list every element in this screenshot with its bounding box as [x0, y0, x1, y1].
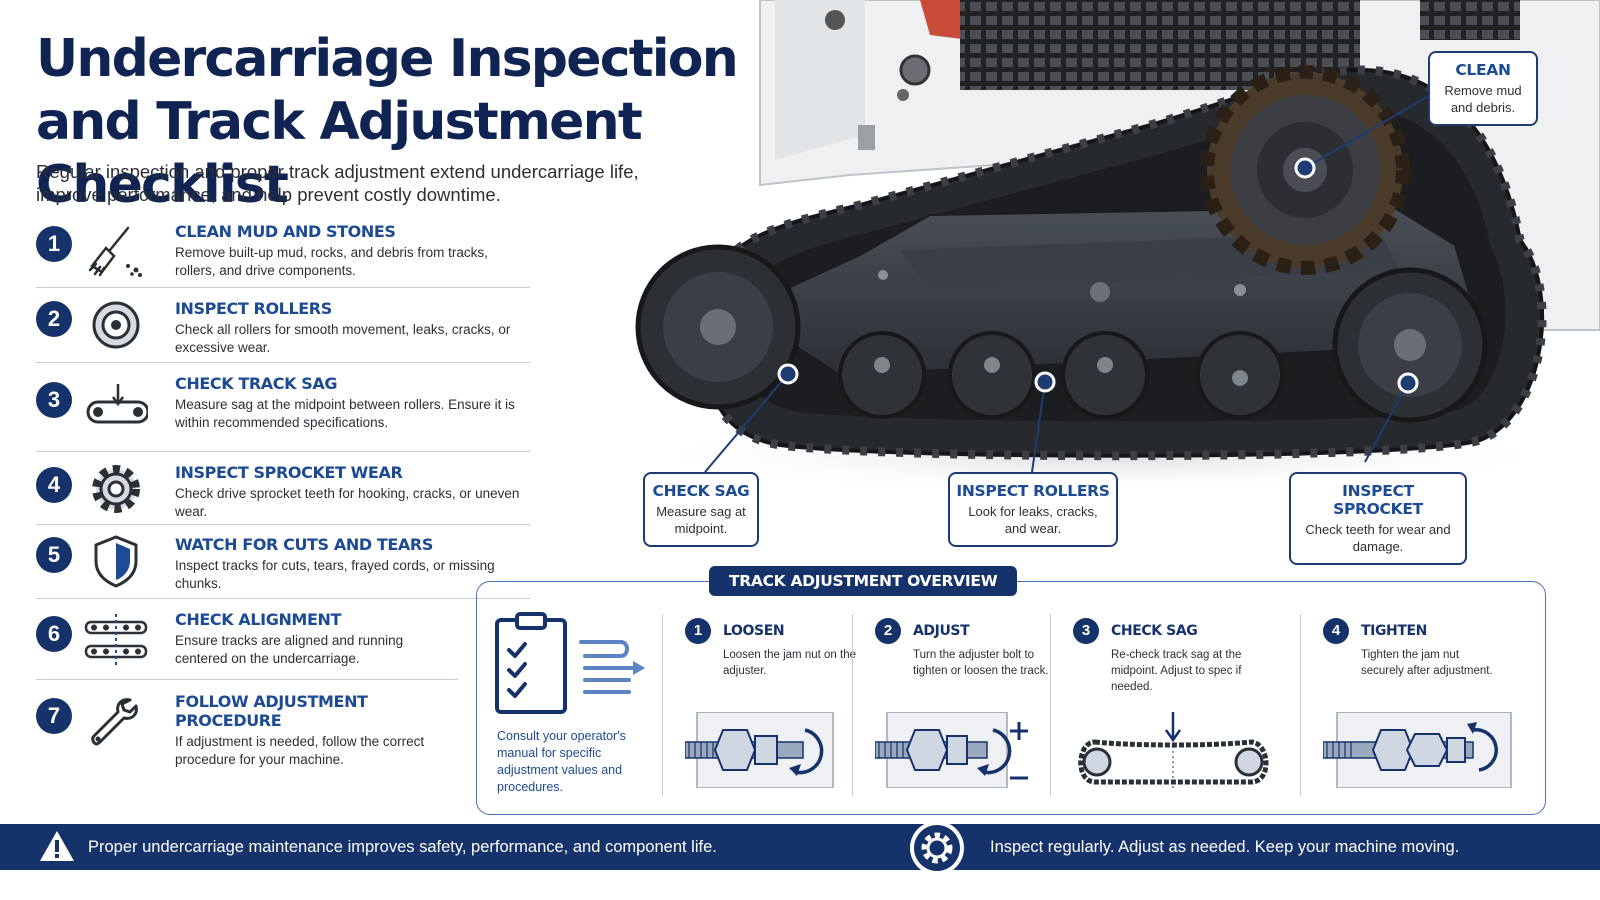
overview-step-text: Re-check track sag at the midpoint. Adju… [1111, 649, 1242, 693]
overview-intro: Consult your operator's manual for speci… [497, 729, 626, 794]
step-number-badge: 6 [36, 616, 72, 652]
page-title: Undercarriage Inspection and Track Adjus… [36, 29, 739, 215]
checklist-text: Check drive sprocket teeth for hooking, … [175, 486, 520, 519]
shield-icon [84, 533, 148, 589]
checklist-title: INSPECT ROLLERS [175, 299, 332, 318]
footer-left-text: Proper undercarriage maintenance improve… [88, 838, 717, 856]
checklist-item-rollers: 2 INSPECT ROLLERS Check all rollers for … [36, 293, 530, 363]
checklist-item-cuts-tears: 5 WATCH FOR CUTS AND TEARS Inspect track… [36, 529, 530, 599]
overview-step-text: Loosen the jam nut on the adjuster. [723, 649, 856, 677]
track-sag-diagram-icon [1078, 712, 1269, 790]
front-idler-wheel [635, 244, 801, 410]
overview-title: TRACK ADJUSTMENT OVERVIEW [709, 566, 1018, 596]
callout-title: INSPECT ROLLERS [956, 482, 1110, 500]
side-grill [1420, 0, 1520, 40]
footer-banner: Proper undercarriage maintenance improve… [0, 821, 1600, 875]
callout-inspect-sprocket: INSPECT SPROCKET Check teeth for wear an… [1289, 472, 1467, 565]
clipboard-icon [493, 612, 653, 721]
checklist-title: CHECK ALIGNMENT [175, 610, 341, 629]
callout-clean: CLEAN Remove mud and debris. [1428, 51, 1538, 126]
overview-step-text: Turn the adjuster bolt to tighten or loo… [913, 649, 1049, 677]
checklist-text: Ensure tracks are aligned and running ce… [175, 633, 404, 666]
checklist-item-clean: 1 CLEAN MUD AND STONES Remove built-up m… [36, 216, 530, 288]
callout-check-sag: CHECK SAG Measure sag at midpoint. [643, 472, 759, 547]
checklist-title: CLEAN MUD AND STONES [175, 222, 396, 241]
overview-step-title: CHECK SAG [1111, 623, 1198, 639]
overview-step-number: 1 [685, 618, 711, 644]
roller-icon [84, 297, 148, 353]
callout-title: INSPECT SPROCKET [1333, 482, 1423, 518]
callout-inspect-rollers: INSPECT ROLLERS Look for leaks, cracks, … [948, 472, 1118, 547]
track-adjustment-overview: TRACK ADJUSTMENT OVERVIEW Consult your o… [476, 566, 1546, 815]
alignment-icon [84, 612, 148, 668]
checklist-item-track-sag: 3 CHECK TRACK SAG Measure sag at the mid… [36, 368, 530, 452]
overview-step-number: 2 [875, 618, 901, 644]
rear-idler-wheel [1332, 267, 1488, 423]
step-number-badge: 1 [36, 226, 72, 262]
overview-step-text: Tighten the jam nut securely after adjus… [1361, 649, 1493, 677]
step-number-badge: 3 [36, 382, 72, 418]
callout-text: Remove mud and debris. [1444, 83, 1522, 115]
step-number-badge: 5 [36, 537, 72, 573]
track-sag-icon [84, 380, 150, 436]
bottom-rollers [838, 331, 1284, 419]
checklist-title: INSPECT SPROCKET WEAR [175, 463, 403, 482]
checklist-item-procedure: 7 FOLLOW ADJUSTMENT PROCEDURE If adjustm… [36, 686, 458, 767]
callout-text: Look for leaks, cracks, and wear. [968, 504, 1098, 536]
overview-step-title: ADJUST [913, 623, 970, 639]
checklist-title: CHECK TRACK SAG [175, 374, 338, 393]
overview-step-loosen: 1 LOOSEN Loosen the jam nut on the adjus… [662, 614, 856, 796]
track-loader-illustration [600, 0, 1600, 590]
overview-step-number: 4 [1323, 618, 1349, 644]
page-subtitle: Regular inspection and proper track adju… [36, 161, 639, 205]
checklist-item-sprocket: 4 INSPECT SPROCKET WEAR Check drive spro… [36, 457, 530, 525]
track-loader-drawing [630, 0, 1600, 495]
checklist-text: Inspect tracks for cuts, tears, frayed c… [175, 558, 495, 591]
callout-text: Measure sag at midpoint. [656, 504, 746, 536]
gear-icon [910, 821, 964, 875]
callout-title: CHECK SAG [652, 482, 750, 500]
warning-icon [38, 829, 76, 868]
overview-step-title: TIGHTEN [1361, 623, 1427, 639]
overview-step-adjust: 2 ADJUST Turn the adjuster bolt to tight… [852, 614, 1050, 796]
loosen-nut-icon [685, 712, 834, 788]
brush-icon [84, 222, 148, 278]
checklist-item-alignment: 6 CHECK ALIGNMENT Ensure tracks are alig… [36, 604, 458, 680]
checklist-text: If adjustment is needed, follow the corr… [175, 734, 425, 767]
callout-leaders [704, 87, 1443, 473]
overview-step-tighten: 4 TIGHTEN Tighten the jam nut securely a… [1300, 614, 1530, 796]
checklist-title: WATCH FOR CUTS AND TEARS [175, 535, 433, 554]
callout-text: Check teeth for wear and damage. [1305, 522, 1451, 554]
adjust-bolt-icon [875, 712, 1028, 788]
overview-step-check-sag: 3 CHECK SAG Re-check track sag at the mi… [1050, 614, 1300, 796]
overview-step-title: LOOSEN [723, 623, 785, 639]
overview-step-number: 3 [1073, 618, 1099, 644]
step-number-badge: 7 [36, 698, 72, 734]
checklist-text: Check all rollers for smooth movement, l… [175, 322, 511, 355]
step-number-badge: 4 [36, 467, 72, 503]
callout-title: CLEAN [1455, 61, 1511, 79]
checklist-text: Remove built-up mud, rocks, and debris f… [175, 245, 488, 278]
wrench-icon [84, 694, 148, 750]
checklist-text: Measure sag at the midpoint between roll… [175, 397, 515, 430]
tighten-nut-icon [1323, 712, 1512, 788]
footer-right-text: Inspect regularly. Adjust as needed. Kee… [990, 838, 1460, 856]
gear-icon [84, 461, 148, 517]
step-number-badge: 2 [36, 301, 72, 337]
checklist-title: FOLLOW ADJUSTMENT PROCEDURE [175, 692, 368, 730]
